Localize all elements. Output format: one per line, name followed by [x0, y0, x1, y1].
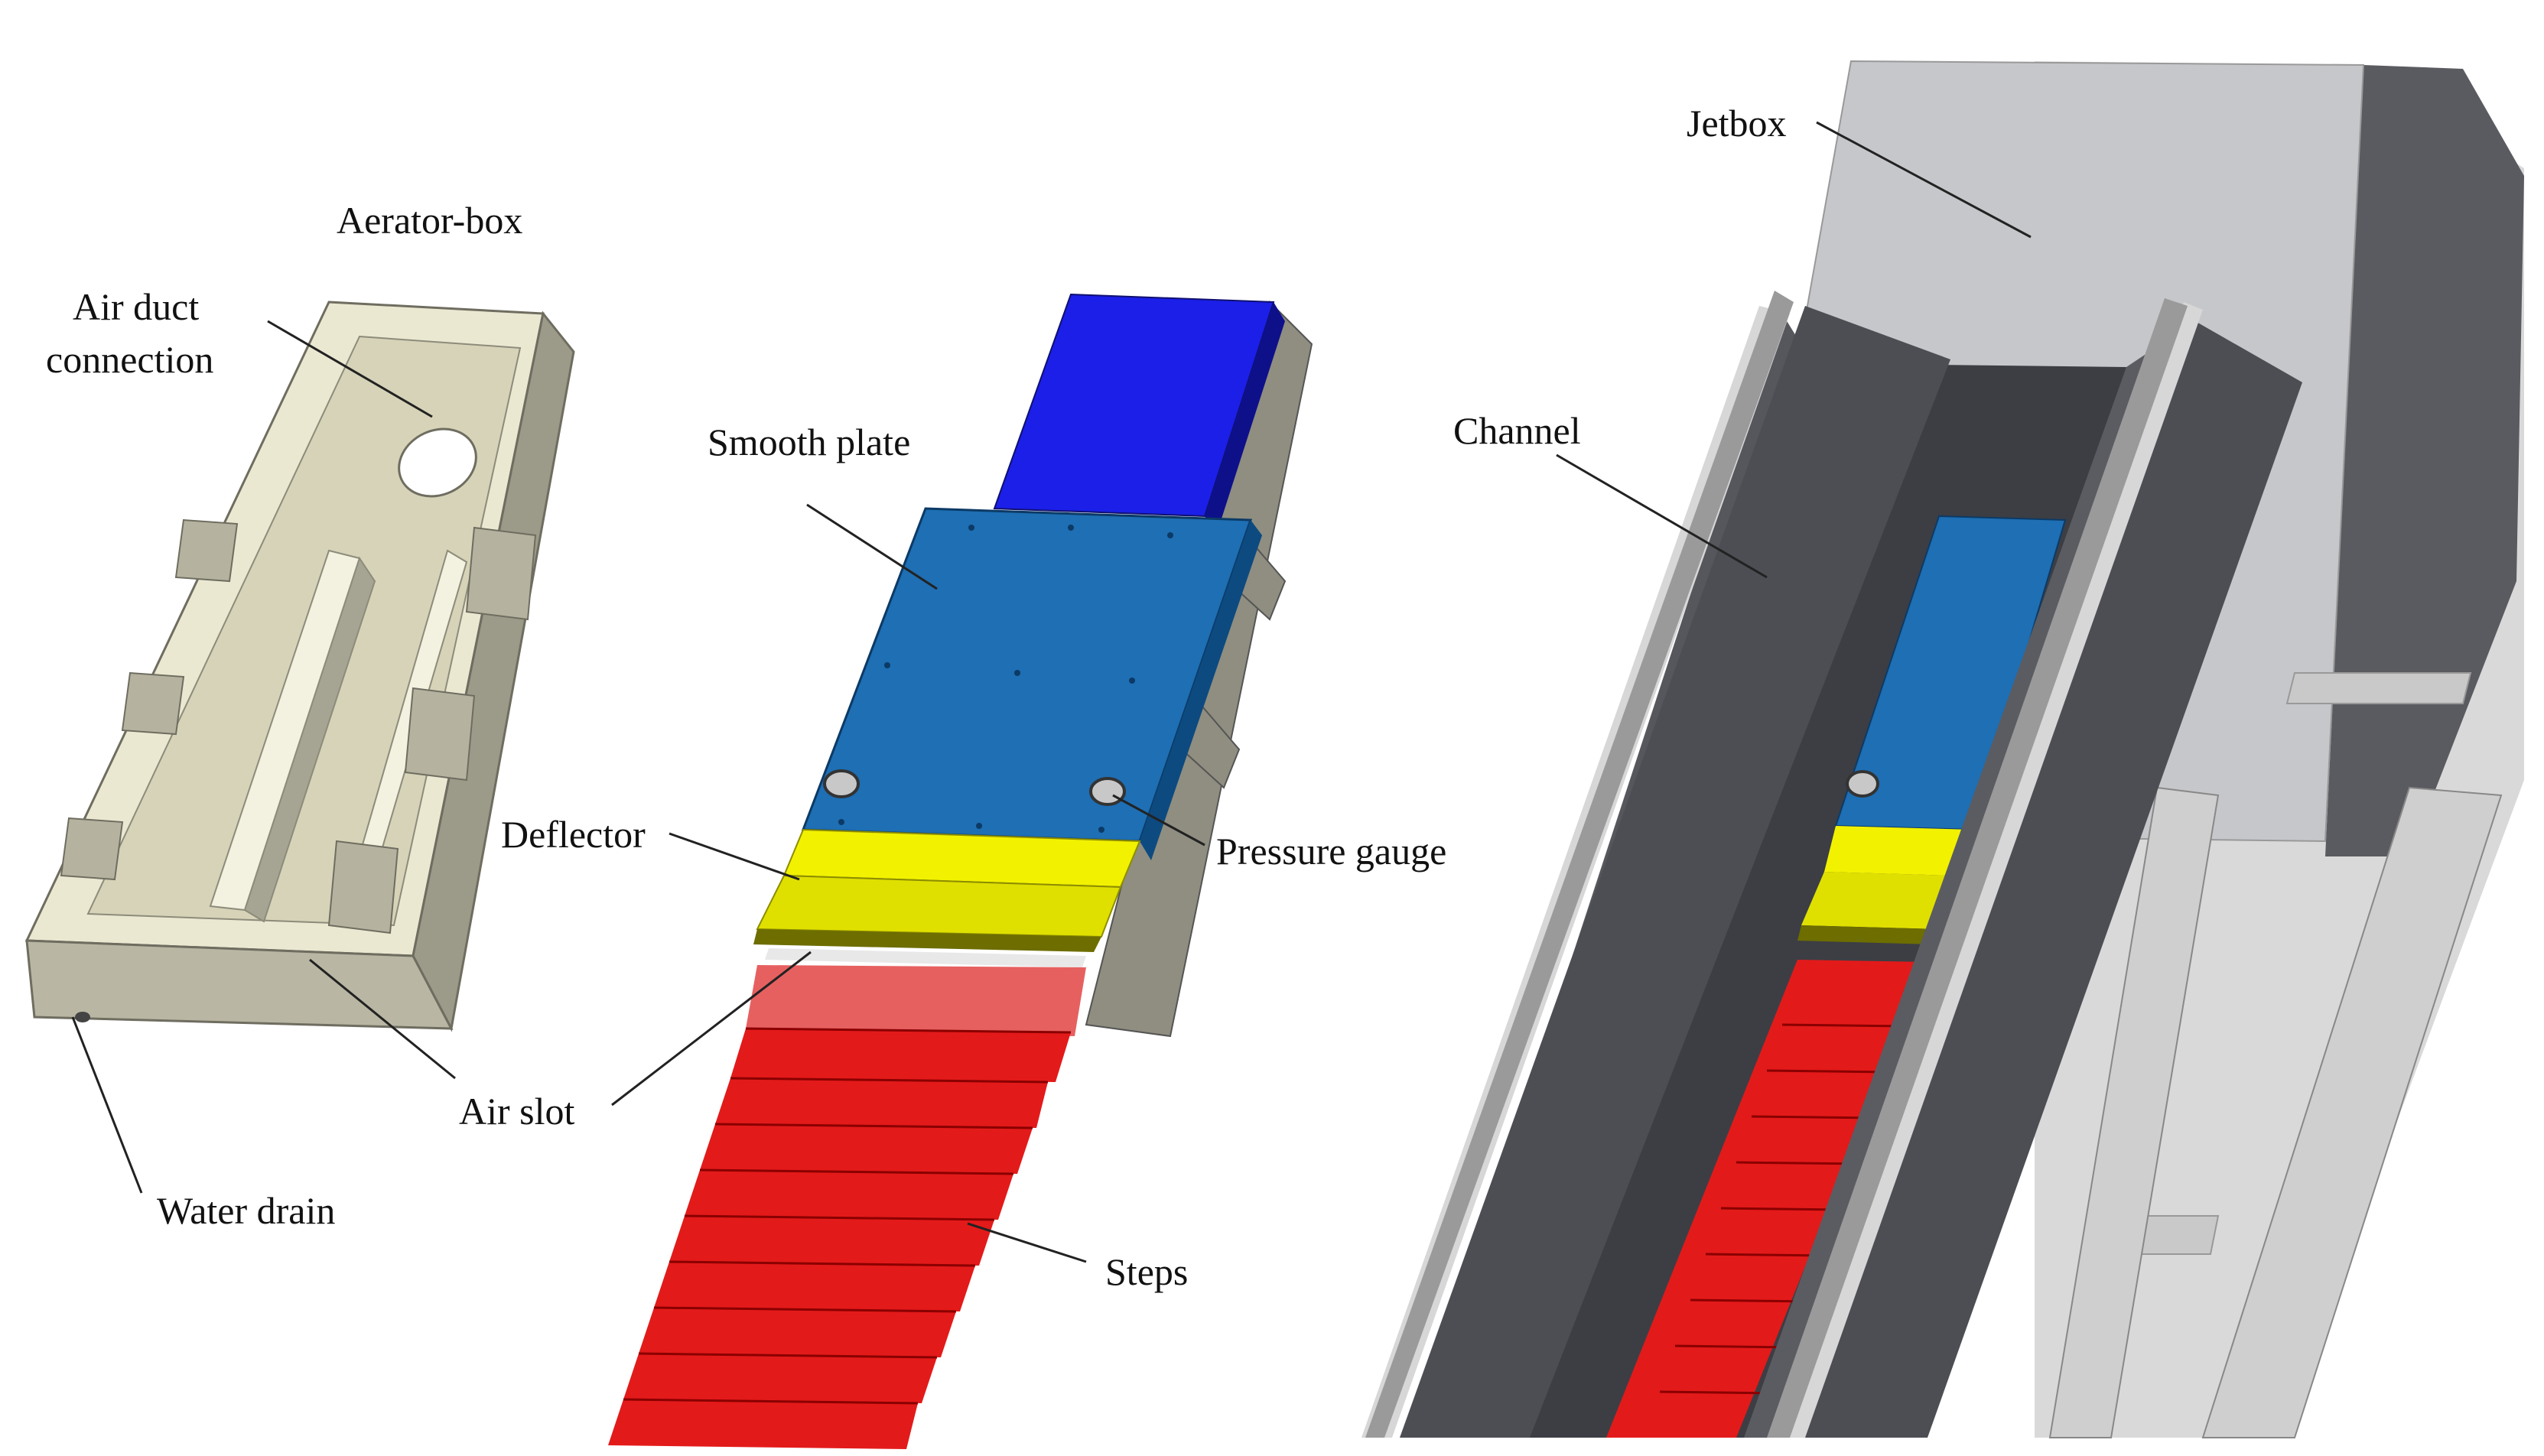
leader-lines: [71, 121, 2032, 1263]
water-drain-hole: [75, 1012, 90, 1022]
label-air-slot: Air slot: [459, 1090, 575, 1133]
leader-air-duct: [267, 320, 433, 418]
aerator-box-rib: [327, 840, 399, 934]
smooth-plate-edge: [1140, 520, 1262, 860]
aerator-box-divider-1-side: [243, 556, 376, 923]
label-aerator-box: Aerator-box: [337, 199, 522, 242]
channel-deflector-edge: [1797, 925, 1939, 944]
leader-water-drain: [71, 1016, 143, 1194]
label-steps: Steps: [1105, 1250, 1188, 1293]
label-air-duct-line2: connection: [46, 338, 213, 381]
aerator-box-rib: [404, 687, 476, 782]
air-duct-hole: [398, 427, 477, 498]
support-rail: [2201, 786, 2503, 1438]
jet-inlet-side: [1205, 302, 1285, 535]
aerator-box-rib: [60, 817, 124, 881]
channel-model: [1361, 60, 2524, 1438]
channel-left-rail-edge: [1365, 291, 1794, 1438]
steps: [608, 965, 1086, 1449]
label-channel: Channel: [1453, 409, 1581, 452]
channel-deflector-top: [1824, 826, 1973, 876]
channel-left-wall: [1400, 306, 1950, 1438]
jetbox-side: [2325, 65, 2524, 856]
channel-deflector-ramp: [1801, 872, 1954, 929]
support-rail: [2048, 786, 2220, 1438]
channel-right-wall: [1775, 321, 2302, 1438]
leader-air-slot-left: [309, 958, 456, 1080]
label-pressure-gauge: Pressure gauge: [1216, 830, 1446, 873]
label-water-drain: Water drain: [157, 1189, 335, 1232]
leader-smooth-plate: [806, 503, 938, 590]
aerator-box-front-wall: [25, 939, 454, 1030]
crossbar: [2285, 672, 2472, 704]
channel-pressure-gauge-hole: [1846, 770, 1879, 798]
channel-steps: [1606, 960, 1928, 1438]
pressure-gauge-hole-1: [823, 769, 860, 798]
aerator-box-rib: [121, 671, 185, 736]
leader-air-slot-right: [611, 951, 812, 1107]
air-slot-gap: [765, 948, 1086, 967]
leader-channel: [1556, 453, 1768, 579]
label-air-duct-line1: Air duct: [73, 285, 199, 328]
pressure-gauge-hole-2: [1089, 777, 1126, 806]
aerator-box-model: [24, 301, 575, 1032]
channel-right-rail-edge: [1767, 298, 2188, 1438]
leader-deflector: [669, 832, 800, 881]
labels: Aerator-box Air duct connection Water dr…: [46, 102, 1787, 1293]
label-smooth-plate: Smooth plate: [708, 421, 910, 463]
leader-jetbox: [1816, 121, 2032, 239]
aerator-box-rib: [465, 526, 537, 621]
aerator-box-rib: [174, 518, 239, 583]
deflector-edge: [753, 929, 1101, 952]
deflector-ramp: [756, 874, 1122, 938]
label-deflector: Deflector: [501, 813, 646, 856]
leader-steps: [967, 1222, 1087, 1263]
leader-pressure-gauge: [1112, 794, 1205, 847]
label-jetbox: Jetbox: [1687, 102, 1787, 145]
plate-screws: [838, 525, 1173, 833]
chute-model: [608, 293, 1313, 1449]
